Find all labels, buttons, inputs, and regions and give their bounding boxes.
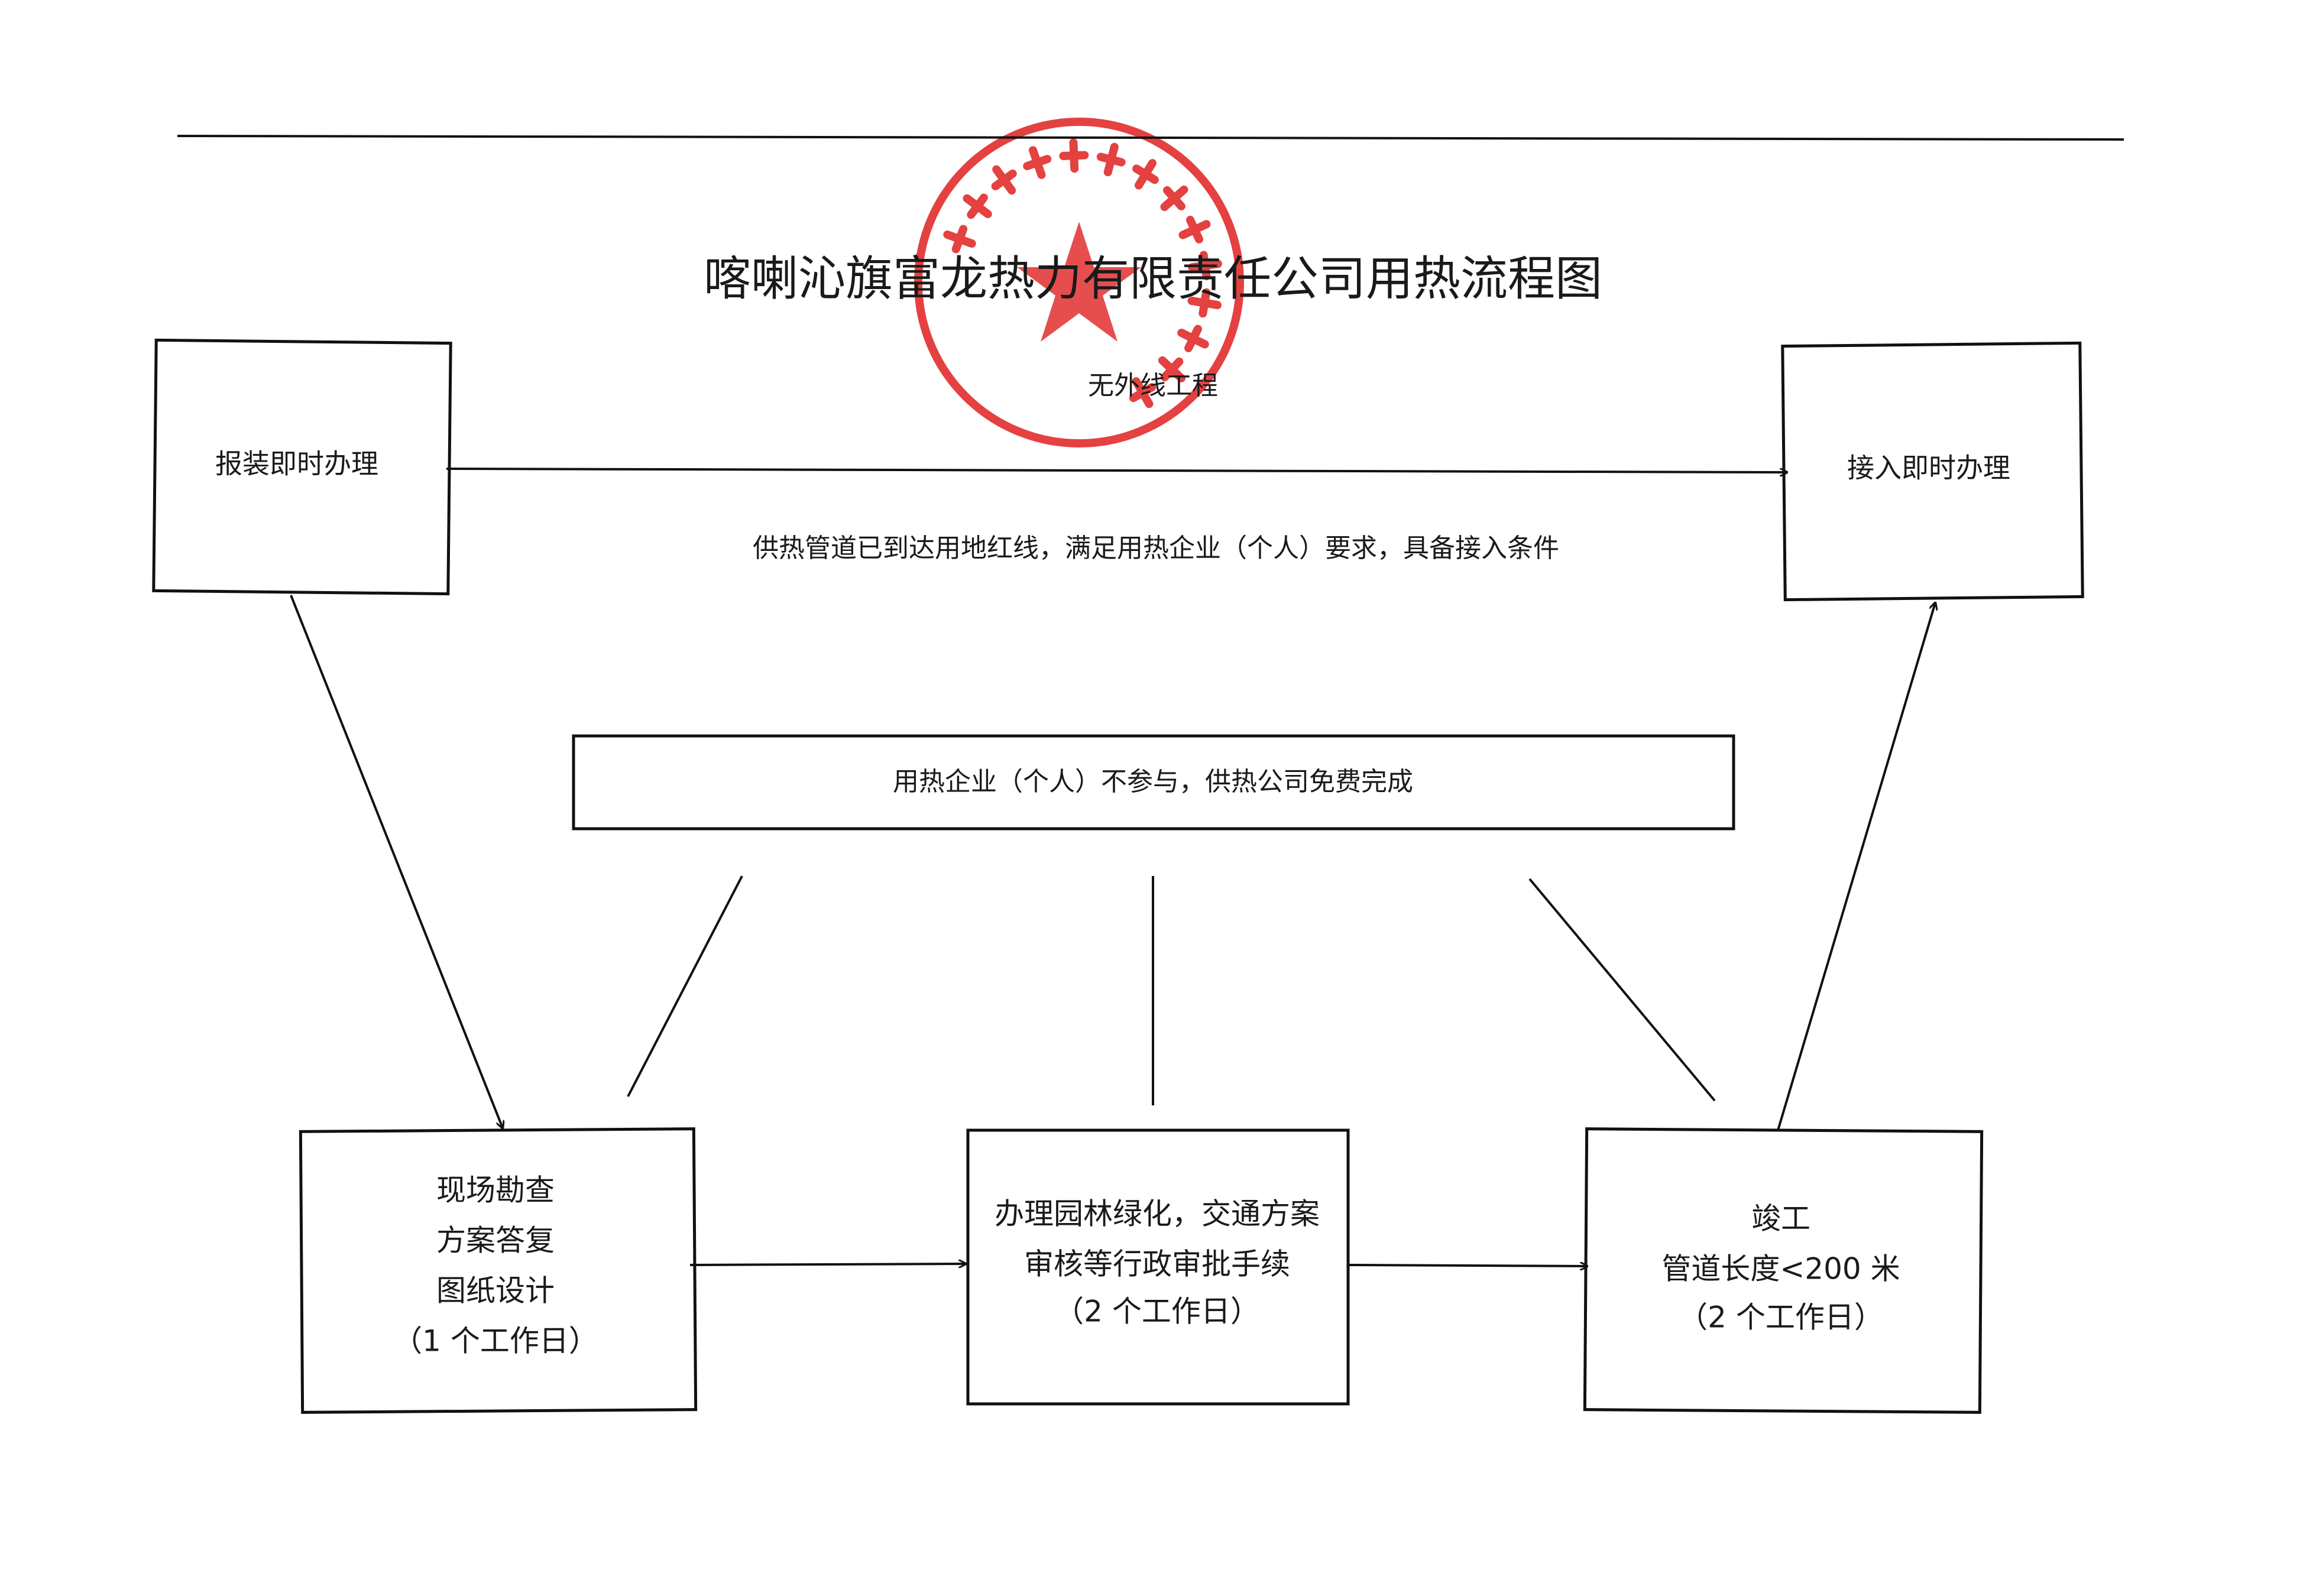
completion-line-2: 管道长度<200 米 bbox=[1661, 1252, 1900, 1286]
completion-line-1: 竣工 bbox=[1751, 1202, 1810, 1236]
node-apply-label: 报装即时办理 bbox=[215, 448, 378, 480]
seal-glyph-mark bbox=[991, 169, 1017, 191]
seal-glyph-mark bbox=[951, 225, 968, 254]
survey-line-4: （1 个工作日） bbox=[393, 1324, 598, 1358]
free-service-box bbox=[572, 734, 1735, 831]
header-rule bbox=[177, 135, 2124, 141]
arrow-completion-to-connect bbox=[1777, 603, 1935, 1131]
seal-glyph-mark bbox=[1160, 357, 1184, 381]
seal-glyph-mark bbox=[1129, 383, 1157, 403]
arrow-survey-to-approval bbox=[689, 1264, 966, 1265]
condition-note: 供热管道已到达用地红线，满足用热企业（个人）要求，具备接入条件 bbox=[753, 533, 1559, 563]
seal-glyph-mark bbox=[1184, 325, 1202, 352]
seal-glyph-mark bbox=[1199, 251, 1211, 281]
node-connect-label: 接入即时办理 bbox=[1847, 452, 2010, 484]
seal-glyph-mark bbox=[967, 193, 988, 219]
approval-line-2: 审核等行政审批手续 bbox=[1024, 1247, 1290, 1282]
node-approval-box bbox=[966, 1128, 1350, 1406]
subtitle: 无外线工程 bbox=[1088, 371, 1218, 401]
approval-line-3: （2 个工作日） bbox=[1054, 1295, 1260, 1329]
seal-glyph-mark bbox=[1199, 288, 1211, 318]
seal-glyph-mark bbox=[1162, 186, 1185, 210]
company-seal bbox=[914, 118, 1244, 447]
survey-line-1: 现场勘查 bbox=[436, 1173, 555, 1208]
seal-glyph-mark bbox=[1096, 153, 1126, 167]
seal-glyph-mark bbox=[1132, 164, 1159, 184]
free-service-label: 用热企业（个人）不参与，供热公司免费完成 bbox=[893, 767, 1413, 797]
page-title: 喀喇沁旗富龙热力有限责任公司用热流程图 bbox=[704, 251, 1602, 306]
seal-glyph-mark bbox=[1023, 155, 1052, 170]
survey-line-3: 图纸设计 bbox=[436, 1274, 555, 1308]
arrow-apply-to-survey bbox=[290, 595, 503, 1128]
survey-line-2: 方案答复 bbox=[436, 1224, 555, 1258]
completion-line-3: （2 个工作日） bbox=[1678, 1300, 1884, 1335]
approval-line-1: 办理园林绿化，交通方案 bbox=[995, 1197, 1320, 1231]
arrow-apply-to-connect bbox=[446, 468, 1787, 472]
node-survey-box bbox=[299, 1127, 698, 1414]
seal-glyph-mark bbox=[1185, 216, 1203, 244]
connector-line-left bbox=[627, 875, 743, 1097]
arrow-approval-to-completion bbox=[1348, 1265, 1587, 1266]
connector-line-right bbox=[1528, 878, 1716, 1102]
